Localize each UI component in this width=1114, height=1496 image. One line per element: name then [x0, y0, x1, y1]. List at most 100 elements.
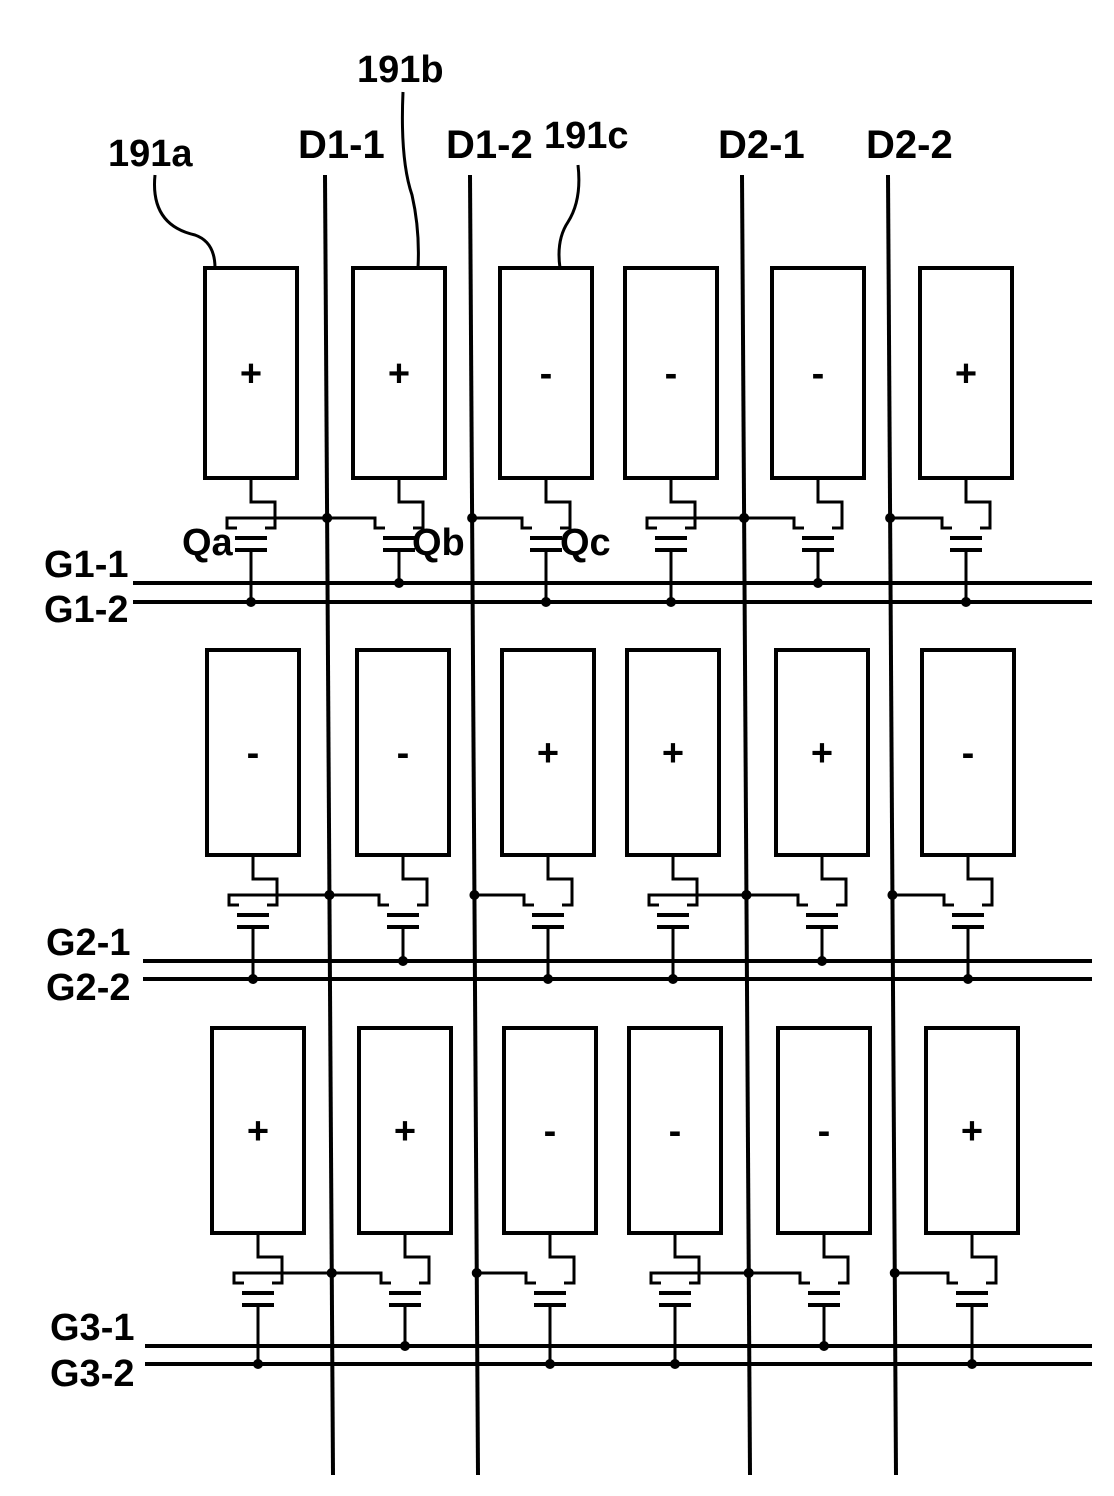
gate-junction-dot [967, 1359, 977, 1369]
leader-191c [559, 165, 579, 268]
junction-dot [324, 890, 334, 900]
switch-source-wire [227, 518, 327, 528]
label-g1-1: G1-1 [44, 544, 128, 586]
pixel-cell-r2-c3: + [469, 650, 594, 984]
gate-junction-dot [670, 1359, 680, 1369]
gate-junction-dot [668, 974, 678, 984]
switch-drain-wire [399, 478, 423, 528]
switch-drain-wire [673, 855, 697, 905]
switch-source-wire [895, 1273, 958, 1283]
gate-junction-dot [541, 597, 551, 607]
polarity-sign: - [397, 733, 410, 775]
switch-drain-wire [251, 478, 275, 528]
label-g3-1: G3-1 [50, 1307, 134, 1349]
polarity-sign: - [544, 1111, 557, 1153]
pixel-cell-r2-c4: + [627, 650, 751, 984]
gate-junction-dot [253, 1359, 263, 1369]
polarity-sign: + [247, 1111, 269, 1153]
label-d2-1: D2-1 [718, 123, 805, 167]
switch-drain-wire [405, 1233, 429, 1283]
gate-junction-dot [666, 597, 676, 607]
junction-dot [885, 513, 895, 523]
pixel-cell-r2-c5: + [741, 650, 868, 966]
polarity-sign: - [669, 1111, 682, 1153]
pixel-cell-r1-c6: + [885, 268, 1012, 607]
label-d1-1: D1-1 [298, 123, 385, 167]
gate-junction-dot [545, 1359, 555, 1369]
switch-source-wire [744, 518, 804, 528]
gate-junction-dot [248, 974, 258, 984]
switch-drain-wire [253, 855, 277, 905]
switch-drain-wire [824, 1233, 848, 1283]
switch-drain-wire [822, 855, 846, 905]
switch-drain-wire [675, 1233, 699, 1283]
switch-drain-wire [258, 1233, 282, 1283]
polarity-sign: - [818, 1111, 831, 1153]
pixel-cell-r3-c6: + [890, 1028, 1018, 1369]
junction-dot [322, 513, 332, 523]
polarity-sign: - [247, 733, 260, 775]
label-191c: 191c [544, 115, 629, 157]
junction-dot [472, 1268, 482, 1278]
switch-source-wire [746, 895, 808, 905]
junction-dot [744, 1268, 754, 1278]
junction-dot [890, 1268, 900, 1278]
pixel-cell-r3-c5: - [744, 1028, 870, 1351]
junction-dot [741, 890, 751, 900]
switch-drain-wire [966, 478, 990, 528]
pixel-cell-r2-c1: - [207, 650, 334, 984]
switch-source-wire [327, 518, 385, 528]
switch-drain-wire [403, 855, 427, 905]
gate-junction-dot [400, 1341, 410, 1351]
label-g1-2: G1-2 [44, 589, 128, 631]
junction-dot [467, 513, 477, 523]
switch-source-wire [474, 895, 534, 905]
label-g3-2: G3-2 [50, 1353, 134, 1395]
polarity-sign: + [955, 353, 977, 395]
pixel-cell-r3-c2: + [327, 1028, 451, 1351]
pixel-cell-r1-c5: - [739, 268, 864, 588]
polarity-sign: - [540, 353, 553, 395]
label-g2-2: G2-2 [46, 967, 130, 1009]
switch-source-wire [749, 1273, 810, 1283]
switch-drain-wire [546, 478, 570, 528]
data-line-1 [325, 175, 333, 1475]
polarity-sign: + [811, 733, 833, 775]
label-191b: 191b [357, 49, 444, 91]
data-line-2 [470, 175, 478, 1475]
switch-drain-wire [968, 855, 992, 905]
polarity-sign: + [537, 733, 559, 775]
polarity-sign: + [662, 733, 684, 775]
switch-source-wire [890, 518, 952, 528]
switch-source-wire [229, 895, 329, 905]
pixel-cell-r2-c6: - [887, 650, 1014, 984]
leader-191a [155, 175, 216, 268]
gate-junction-dot [819, 1341, 829, 1351]
label-g2-1: G2-1 [46, 922, 130, 964]
data-line-4 [888, 175, 896, 1475]
gate-lines [133, 583, 1092, 1364]
switch-source-wire [332, 1273, 391, 1283]
gate-junction-dot [246, 597, 256, 607]
junction-dot [887, 890, 897, 900]
polarity-sign: - [665, 353, 678, 395]
junction-dot [739, 513, 749, 523]
switch-drain-wire [972, 1233, 996, 1283]
polarity-sign: + [388, 353, 410, 395]
junction-dot [327, 1268, 337, 1278]
label-qa: Qa [182, 522, 234, 564]
junction-dot [469, 890, 479, 900]
label-qc: Qc [560, 522, 611, 564]
pixel-cell-r1-c4: - [625, 268, 749, 607]
switch-source-wire [329, 895, 389, 905]
gate-junction-dot [813, 578, 823, 588]
switch-source-wire [892, 895, 954, 905]
pixel-cell-r3-c4: - [629, 1028, 754, 1369]
labels: 191a 191b 191c D1-1 D1-2 D2-1 D2-2 Qa Qb… [44, 49, 953, 1395]
polarity-sign: + [961, 1111, 983, 1153]
gate-junction-dot [398, 956, 408, 966]
gate-junction-dot [817, 956, 827, 966]
pixel-cell-r2-c2: - [324, 650, 449, 966]
